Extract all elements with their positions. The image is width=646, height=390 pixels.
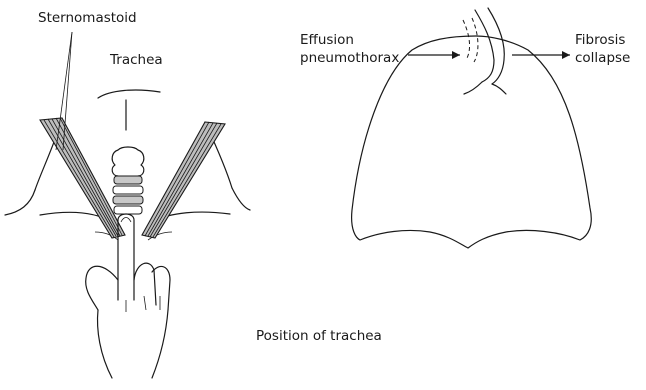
arrow-fibrosis bbox=[512, 51, 570, 59]
label-fibrosis: Fibrosis bbox=[575, 32, 625, 48]
trachea-shift-dashed-2 bbox=[472, 18, 478, 62]
label-sternomastoid: Sternomastoid bbox=[38, 10, 137, 26]
label-collapse: collapse bbox=[575, 50, 630, 66]
label-pneumothorax: pneumothorax bbox=[300, 50, 399, 66]
trachea-right-outline-2 bbox=[488, 8, 504, 84]
label-effusion: Effusion bbox=[300, 32, 354, 48]
bronchus-left bbox=[464, 82, 482, 94]
arrow-effusion bbox=[408, 51, 460, 59]
label-trachea: Trachea bbox=[110, 52, 163, 68]
lung-outline bbox=[352, 36, 592, 248]
trachea-shift-dashed-1 bbox=[463, 20, 470, 60]
bronchus-right bbox=[492, 84, 506, 94]
figure-caption: Position of trachea bbox=[256, 328, 382, 344]
